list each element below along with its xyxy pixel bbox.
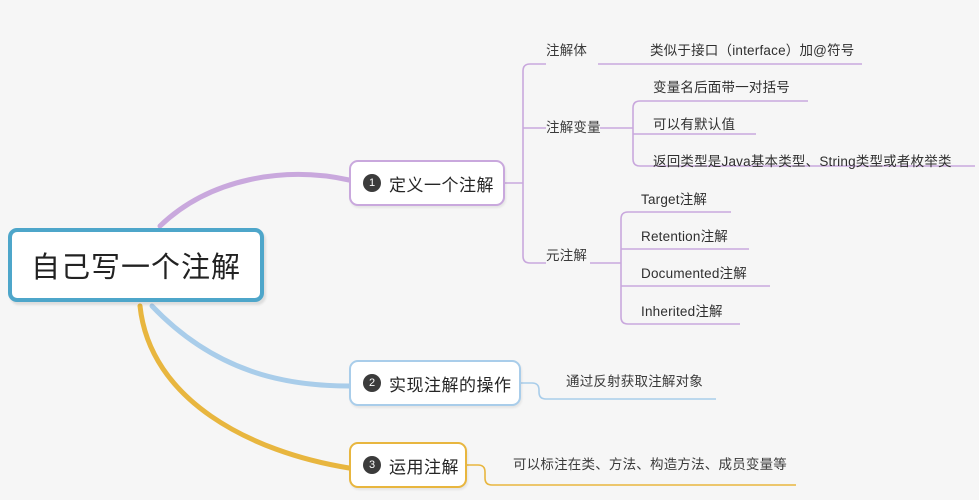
leaf-reflection-get-annotation[interactable]: 通过反射获取注解对象 (566, 374, 703, 389)
branch-number-badge-1: 1 (363, 174, 381, 192)
leaf-inherited-annotation[interactable]: Inherited注解 (641, 304, 723, 319)
branch-node-label-implement: 实现注解的操作 (389, 375, 512, 395)
leaf-default-value[interactable]: 可以有默认值 (653, 117, 736, 132)
edge-var-spine (632, 100, 650, 167)
branch-node-implement-annotation[interactable]: 2 实现注解的操作 (349, 360, 521, 406)
branch-number-badge-3: 3 (363, 456, 381, 474)
branch-node-apply-annotation[interactable]: 3 运用注解 (349, 442, 467, 488)
edge-meta-spine (620, 211, 638, 325)
branch-node-label-apply: 运用注解 (389, 457, 459, 477)
leaf-meta-annotation[interactable]: 元注解 (546, 248, 588, 263)
trunk-purple (157, 172, 352, 229)
edge-define-spine (522, 63, 546, 264)
leaf-interface-at-symbol[interactable]: 类似于接口（interface）加@符号 (650, 43, 855, 58)
leaf-annotation-variable[interactable]: 注解变量 (546, 120, 601, 135)
trunk-blue (149, 303, 352, 389)
branch-node-label-define: 定义一个注解 (389, 175, 494, 195)
leaf-target-annotation[interactable]: Target注解 (641, 192, 708, 207)
leaf-return-types[interactable]: 返回类型是Java基本类型、String类型或者枚举类 (653, 154, 952, 169)
root-node-label: 自己写一个注解 (30, 252, 241, 284)
branch-number-badge-2: 2 (363, 374, 381, 392)
root-node[interactable]: 自己写一个注解 (8, 228, 264, 302)
leaf-retention-annotation[interactable]: Retention注解 (641, 229, 728, 244)
leaf-annotate-targets[interactable]: 可以标注在类、方法、构造方法、成员变量等 (513, 457, 787, 472)
branch-node-define-annotation[interactable]: 1 定义一个注解 (349, 160, 505, 206)
trunk-orange (137, 303, 352, 471)
leaf-annotation-body[interactable]: 注解体 (546, 43, 588, 58)
leaf-documented-annotation[interactable]: Documented注解 (641, 266, 747, 281)
leaf-variable-parentheses[interactable]: 变量名后面带一对括号 (653, 80, 790, 95)
